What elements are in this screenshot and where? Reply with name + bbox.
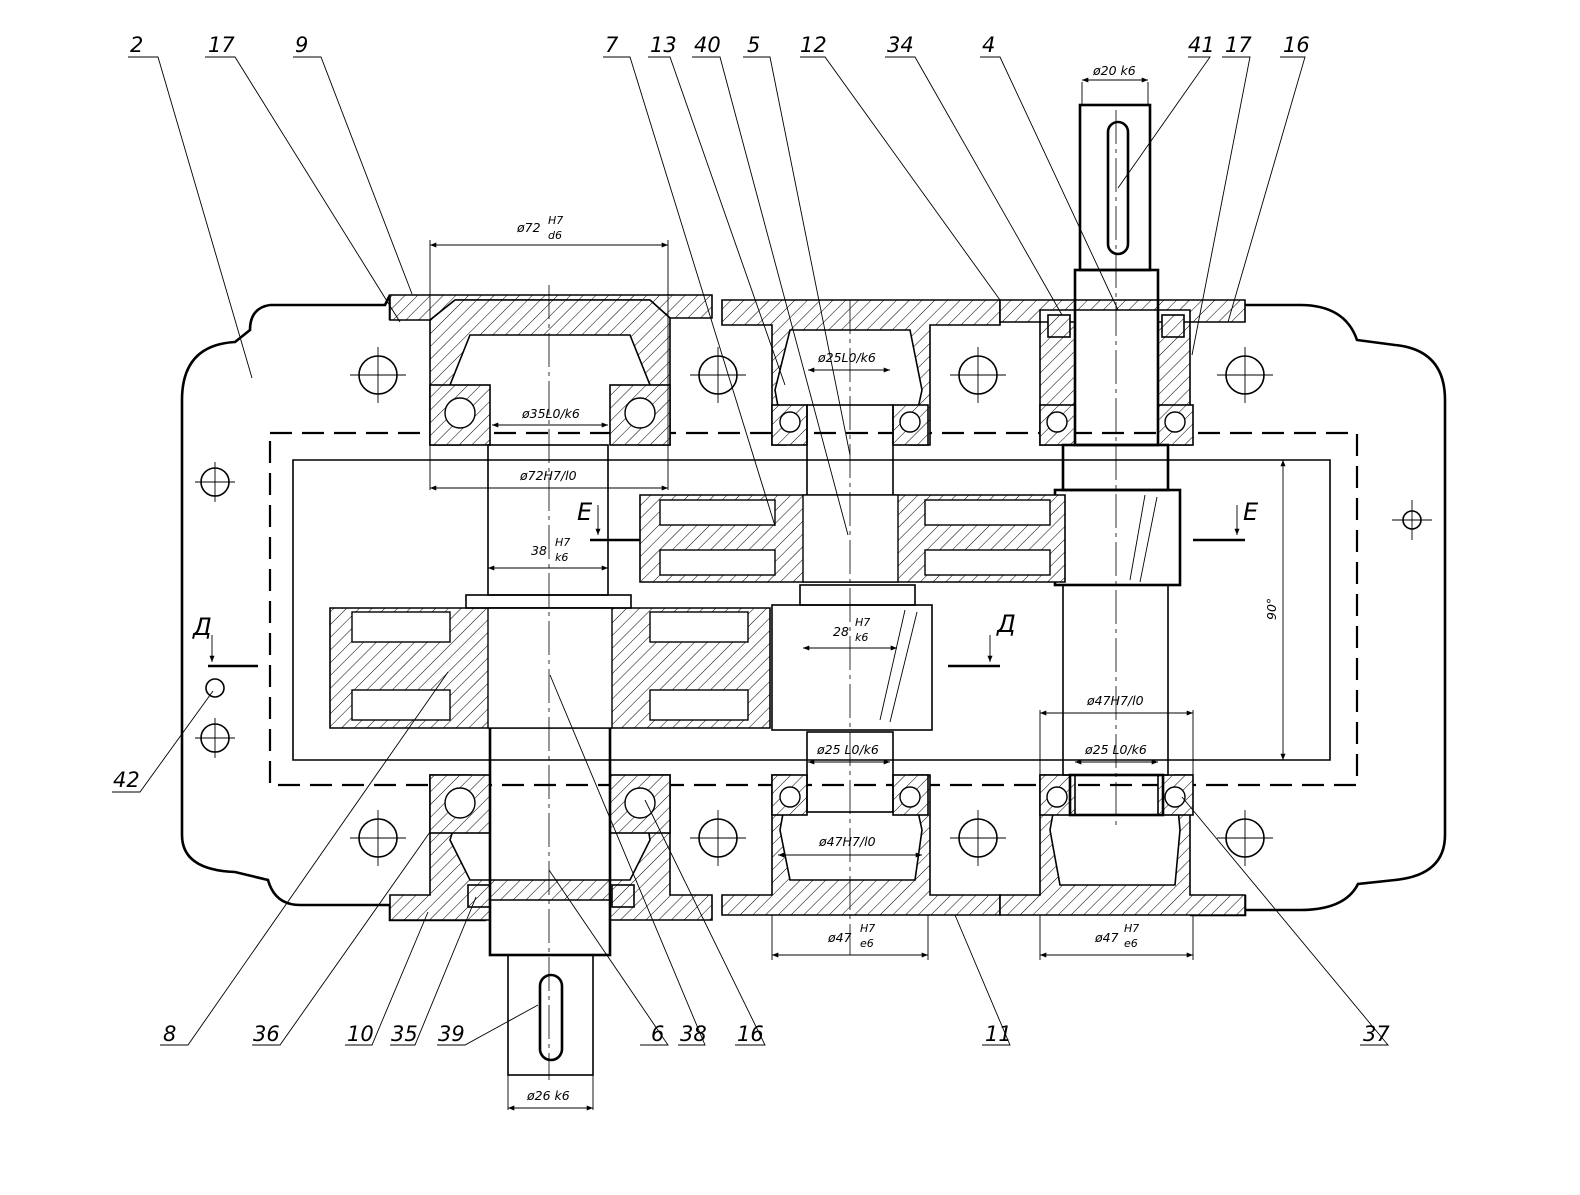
position-label: 38 bbox=[680, 1022, 707, 1046]
dim-d72h7: ø72H7/l0 bbox=[519, 468, 577, 483]
dim-angle90: 90° bbox=[1264, 598, 1279, 620]
bolt-holes bbox=[195, 347, 1432, 866]
dim-d38: 38 bbox=[531, 543, 547, 558]
dimension-texts: ø20 k6 ø72 H7 d6 ø35L0/k6 ø72H7/l0 38 H7… bbox=[516, 63, 1279, 1103]
position-label: 34 bbox=[887, 33, 914, 57]
position-label: 17 bbox=[1225, 33, 1252, 57]
position-label: 13 bbox=[650, 33, 677, 57]
centre-lines bbox=[548, 110, 1117, 1080]
dim-d47-mid-den: e6 bbox=[860, 937, 874, 950]
dim-d25-bot: ø25 L0/k6 bbox=[816, 742, 879, 757]
position-label: 41 bbox=[1188, 33, 1215, 57]
dim-d47-right-num: H7 bbox=[1124, 922, 1139, 935]
dim-d38-den: k6 bbox=[555, 551, 568, 564]
position-label: 16 bbox=[737, 1022, 764, 1046]
dim-d26k6: ø26 k6 bbox=[526, 1088, 570, 1103]
dim-d47h7-mid: ø47H7/l0 bbox=[818, 834, 876, 849]
dim-d47-mid-num: H7 bbox=[860, 922, 875, 935]
bottom-flange bbox=[389, 774, 1246, 921]
dim-d38-num: H7 bbox=[555, 536, 570, 549]
dim-d20k6: ø20 k6 bbox=[1092, 63, 1136, 78]
position-label: 37 bbox=[1363, 1022, 1390, 1046]
section-E-right: E bbox=[1243, 498, 1259, 526]
housing-outline bbox=[180, 294, 1447, 922]
section-markers: E E Д Д bbox=[192, 498, 1259, 668]
dim-d47-right: ø47 bbox=[1094, 930, 1119, 945]
position-label: 16 bbox=[1283, 33, 1310, 57]
dim-d47-mid: ø47 bbox=[827, 930, 852, 945]
dim-d25-right: ø25 L0/k6 bbox=[1084, 742, 1147, 757]
position-label: 7 bbox=[605, 33, 619, 57]
section-E-left: E bbox=[577, 498, 593, 526]
position-label: 36 bbox=[253, 1022, 280, 1046]
position-label: 5 bbox=[747, 33, 760, 57]
dimension-lines bbox=[429, 77, 1286, 1111]
position-label: 40 bbox=[694, 33, 721, 57]
position-label: 6 bbox=[651, 1022, 664, 1046]
section-D-right: Д bbox=[996, 610, 1016, 638]
dim-d28-num: H7 bbox=[855, 616, 870, 629]
dim-d72: ø72 bbox=[516, 220, 541, 235]
position-label: 2 bbox=[130, 33, 143, 57]
dim-d72-num: H7 bbox=[548, 214, 563, 227]
dim-d47-right-den: e6 bbox=[1124, 937, 1138, 950]
dim-d28: 28 bbox=[833, 624, 849, 639]
position-label: 42 bbox=[113, 768, 140, 792]
position-label: 10 bbox=[347, 1022, 374, 1046]
position-label: 11 bbox=[985, 1022, 1012, 1046]
position-label: 8 bbox=[163, 1022, 176, 1046]
gears bbox=[329, 494, 1158, 731]
dim-d35: ø35L0/k6 bbox=[521, 406, 580, 421]
position-label: 9 bbox=[295, 33, 308, 57]
position-label: 17 bbox=[208, 33, 235, 57]
dim-d25-top: ø25L0/k6 bbox=[817, 350, 876, 365]
leader-lines bbox=[112, 56, 1389, 1046]
position-label: 12 bbox=[800, 33, 827, 57]
position-label: 4 bbox=[982, 33, 995, 57]
position-label: 39 bbox=[438, 1022, 465, 1046]
position-label: 35 bbox=[391, 1022, 418, 1046]
dim-d28-den: k6 bbox=[855, 631, 868, 644]
section-D-left: Д bbox=[192, 613, 212, 641]
bearings bbox=[429, 314, 1194, 908]
position-labels: 2 17 9 7 13 40 5 12 34 4 41 17 16 42 8 3… bbox=[113, 33, 1390, 1046]
dim-d72-den: d6 bbox=[548, 229, 562, 242]
dim-d47h7-right: ø47H7/l0 bbox=[1086, 693, 1144, 708]
